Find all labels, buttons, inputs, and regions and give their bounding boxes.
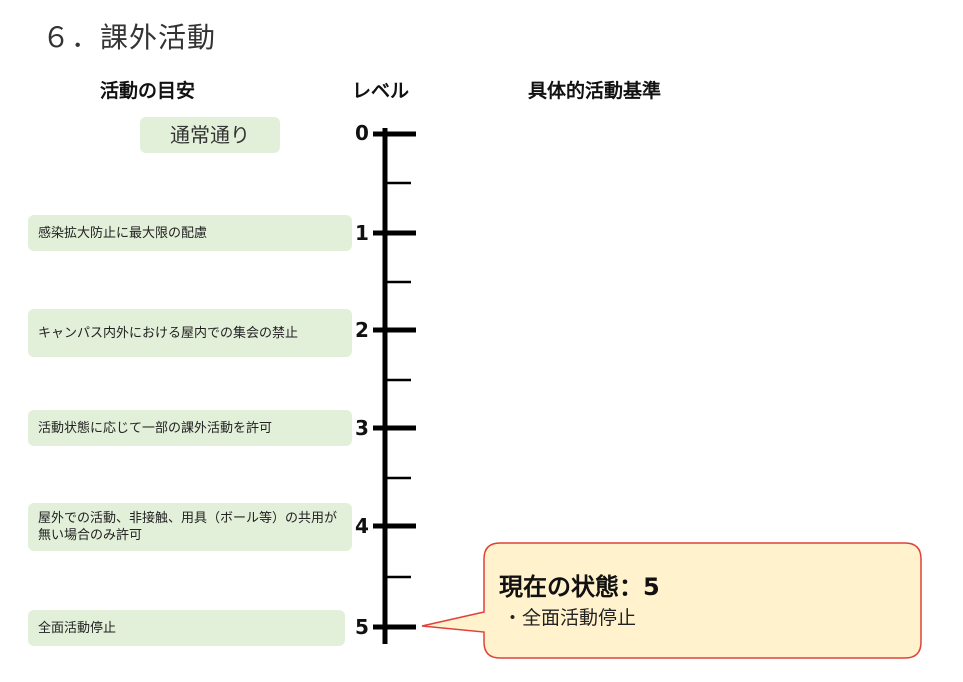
level-3-number: 3 <box>355 416 369 440</box>
level-5-number: 5 <box>355 615 369 639</box>
level-0-number: 0 <box>355 121 369 145</box>
level-1-guide: 感染拡大防止に最大限の配慮 <box>28 215 352 251</box>
level-4-guide: 屋外での活動、非接触、用具（ボール等）の共用が無い場合のみ許可 <box>28 503 352 551</box>
column-header-guide: 活動の目安 <box>100 80 196 102</box>
status-callout-shape <box>421 542 922 659</box>
page-title: ６．課外活動 <box>42 21 217 54</box>
column-header-level: レベル <box>352 80 410 102</box>
current-status-detail: ・全面活動停止 <box>503 607 637 629</box>
level-0-guide: 通常通り <box>140 117 280 153</box>
level-2-guide: キャンパス内外における屋内での集会の禁止 <box>28 309 352 357</box>
level-2-number: 2 <box>355 318 369 342</box>
level-3-guide: 活動状態に応じて一部の課外活動を許可 <box>28 410 352 446</box>
level-5-guide: 全面活動停止 <box>28 610 345 646</box>
level-4-number: 4 <box>355 514 369 538</box>
column-header-criteria: 具体的活動基準 <box>528 80 662 102</box>
level-1-number: 1 <box>355 221 369 245</box>
current-status-title: 現在の状態：5 <box>499 573 660 601</box>
